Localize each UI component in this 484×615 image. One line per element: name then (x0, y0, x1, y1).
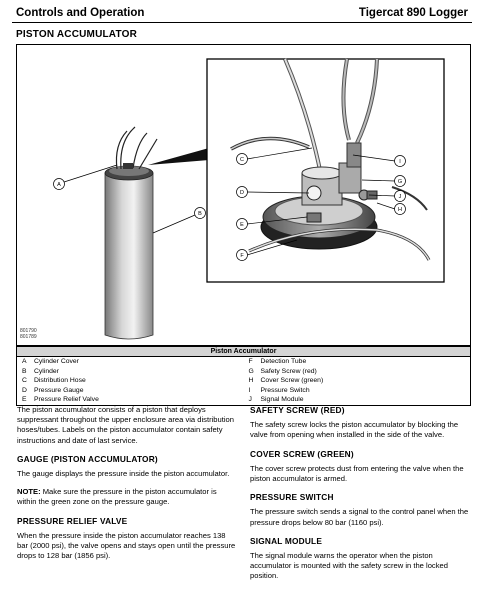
callout-f: F (240, 253, 244, 259)
safety-screw-heading: SAFETY SCREW (RED) (250, 405, 345, 415)
safety-screw-paragraph: The safety screw locks the piston accumu… (250, 420, 459, 440)
cylinder-overview (104, 126, 158, 340)
signal-module-heading: SIGNAL MODULE (250, 535, 323, 546)
leader-lines (63, 147, 396, 256)
figure-number-2: 801789 (20, 334, 37, 340)
gauge-heading: GAUGE (PISTON ACCUMULATOR) (17, 453, 158, 464)
callout-h: H (398, 207, 402, 213)
right-column: SAFETY SCREW (RED) The safety screw lock… (250, 405, 470, 590)
callout-letters: A B C D E F I G J H (57, 157, 402, 259)
pressure-switch-paragraph: The pressure switch sends a signal to th… (250, 507, 469, 527)
callout-g: G (398, 179, 402, 185)
callout-circles (53, 153, 406, 261)
signal-module-paragraph: The signal module warns the operator whe… (250, 551, 448, 581)
model-header-title: Tigercat 890 Logger (358, 7, 468, 19)
callout-c: C (240, 157, 244, 163)
detail-pointer (148, 148, 209, 165)
pressure-switch-heading: PRESSURE SWITCH (250, 492, 334, 503)
callout-j: J (399, 194, 402, 200)
callout-i: I (399, 159, 401, 165)
cover-screw-heading: COVER SCREW (GREEN) (250, 448, 354, 459)
cover-screw-paragraph: The cover screw protects dust from enter… (250, 463, 464, 484)
callout-e: E (240, 222, 244, 228)
note-paragraph: NOTE: Make sure the pressure in the pist… (17, 487, 237, 507)
figure-number-1: 801790 (20, 328, 37, 334)
note-text: Make sure the pressure in the piston acc… (17, 487, 217, 507)
callout-a: A (57, 182, 61, 188)
callout-b: B (198, 211, 202, 217)
piston-accumulator-figure: A B C D E F I G J H 801790 801789 (16, 44, 471, 346)
note-label: NOTE: (17, 487, 41, 497)
page-header: Controls and Operation Tigercat 890 Logg… (12, 4, 472, 22)
section-header-title: Controls and Operation (16, 7, 145, 19)
gauge-paragraph: The gauge displays the pressure inside t… (17, 469, 230, 479)
left-column: The piston accumulator consists of a pis… (17, 405, 237, 569)
section-title: PISTON ACCUMULATOR (16, 29, 138, 40)
callout-d: D (240, 190, 244, 196)
relief-valve-paragraph: When the pressure inside the piston accu… (17, 530, 236, 561)
intro-paragraph: The piston accumulator consists of a pis… (17, 405, 234, 445)
relief-valve-heading: PRESSURE RELIEF VALVE (17, 515, 128, 526)
header-divider (12, 22, 472, 23)
legend-title: Piston Accumulator (16, 346, 471, 357)
accumulator-illustration: A B C D E F I G J H (53, 58, 445, 340)
detail-illustration (230, 58, 431, 261)
